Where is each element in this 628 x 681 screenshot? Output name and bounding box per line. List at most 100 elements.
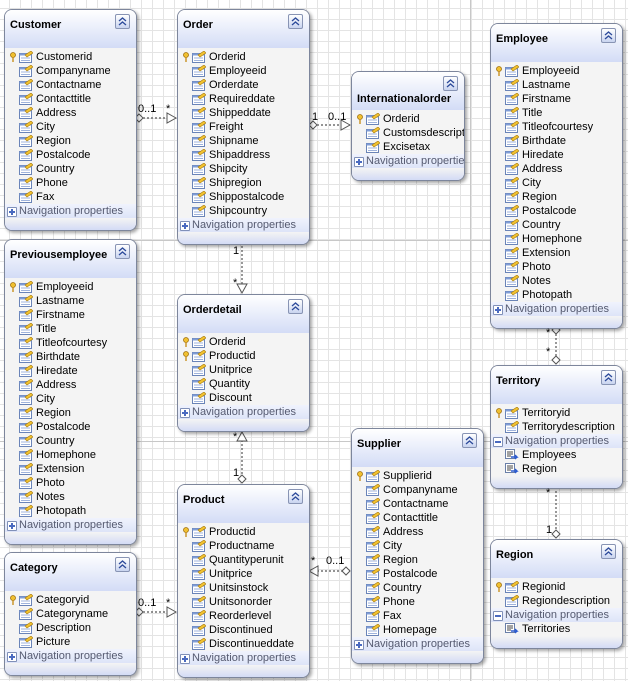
property-row[interactable]: Phone [352,595,483,609]
property-row[interactable]: Unitsonorder [178,595,309,609]
collapse-chevron-icon[interactable] [288,14,303,29]
property-row[interactable]: Description [5,621,136,635]
collapse-chevron-icon[interactable] [288,489,303,504]
property-row[interactable]: Orderdate [178,78,309,92]
property-row[interactable]: Postalcode [352,567,483,581]
property-row[interactable]: Picture [5,635,136,649]
property-row[interactable]: Quantity [178,377,309,391]
property-row[interactable]: Photo [491,260,622,274]
property-row[interactable]: City [5,392,136,406]
expand-plus-icon[interactable] [493,305,503,315]
property-row[interactable]: Hiredate [5,364,136,378]
navigation-property-row[interactable]: Employees [491,448,622,462]
property-row[interactable]: Region [5,134,136,148]
property-row[interactable]: Quantityperunit [178,553,309,567]
property-row[interactable]: Homephone [491,232,622,246]
property-row[interactable]: Homepage [352,623,483,637]
property-row[interactable]: Lastname [491,78,622,92]
collapse-minus-icon[interactable] [493,611,503,621]
property-row[interactable]: Country [491,218,622,232]
property-row[interactable]: Notes [491,274,622,288]
property-row[interactable]: Phone [5,176,136,190]
property-row[interactable]: Orderid [178,50,309,64]
navigation-properties-toggle[interactable]: Navigation properties [491,608,622,622]
navigation-properties-toggle[interactable]: Navigation properties [352,154,464,168]
property-row[interactable]: Supplierid [352,469,483,483]
property-row[interactable]: Firstname [5,308,136,322]
property-row[interactable]: Address [491,162,622,176]
expand-plus-icon[interactable] [7,521,17,531]
collapse-chevron-icon[interactable] [115,244,130,259]
expand-plus-icon[interactable] [7,652,17,662]
property-row[interactable]: Title [5,322,136,336]
property-row[interactable]: Lastname [5,294,136,308]
property-row[interactable]: Unitsinstock [178,581,309,595]
property-row[interactable]: Notes [5,490,136,504]
navigation-properties-toggle[interactable]: Navigation properties [5,518,136,532]
property-row[interactable]: Unitprice [178,363,309,377]
property-row[interactable]: Country [5,162,136,176]
navigation-properties-toggle[interactable]: Navigation properties [352,637,483,651]
property-row[interactable]: Country [5,434,136,448]
property-row[interactable]: Postalcode [491,204,622,218]
property-row[interactable]: Discontinued [178,623,309,637]
property-row[interactable]: Contactname [5,78,136,92]
property-row[interactable]: Homephone [5,448,136,462]
property-row[interactable]: Fax [352,609,483,623]
collapse-chevron-icon[interactable] [115,557,130,572]
property-row[interactable]: Orderid [178,335,309,349]
property-row[interactable]: Birthdate [5,350,136,364]
property-row[interactable]: Categoryid [5,593,136,607]
property-row[interactable]: Discount [178,391,309,405]
expand-plus-icon[interactable] [180,408,190,418]
property-row[interactable]: Address [5,106,136,120]
property-row[interactable]: Postalcode [5,148,136,162]
navigation-properties-toggle[interactable]: Navigation properties [5,649,136,663]
navigation-properties-toggle[interactable]: Navigation properties [178,651,309,665]
property-row[interactable]: Region [491,190,622,204]
navigation-properties-toggle[interactable]: Navigation properties [5,204,136,218]
expand-plus-icon[interactable] [354,157,364,167]
property-row[interactable]: Productname [178,539,309,553]
property-row[interactable]: Companyname [5,64,136,78]
property-row[interactable]: Shippostalcode [178,190,309,204]
property-row[interactable]: Customerid [5,50,136,64]
property-row[interactable]: Contacttitle [5,92,136,106]
collapse-minus-icon[interactable] [493,437,503,447]
property-row[interactable]: Title [491,106,622,120]
property-row[interactable]: Shipregion [178,176,309,190]
navigation-properties-toggle[interactable]: Navigation properties [178,405,309,419]
property-row[interactable]: City [5,120,136,134]
collapse-chevron-icon[interactable] [462,433,477,448]
property-row[interactable]: Orderid [352,112,464,126]
property-row[interactable]: Fax [5,190,136,204]
expand-plus-icon[interactable] [180,221,190,231]
property-row[interactable]: Productid [178,349,309,363]
entity-header[interactable]: Supplier [352,429,483,467]
navigation-properties-toggle[interactable]: Navigation properties [178,218,309,232]
property-row[interactable]: Photopath [491,288,622,302]
navigation-properties-toggle[interactable]: Navigation properties [491,302,622,316]
property-row[interactable]: Reorderlevel [178,609,309,623]
property-row[interactable]: Freight [178,120,309,134]
property-row[interactable]: Categoryname [5,607,136,621]
property-row[interactable]: Titleofcourtesy [5,336,136,350]
property-row[interactable]: Requireddate [178,92,309,106]
navigation-property-row[interactable]: Territories [491,622,622,636]
property-row[interactable]: Employeeid [5,280,136,294]
collapse-chevron-icon[interactable] [601,544,616,559]
property-row[interactable]: Photopath [5,504,136,518]
property-row[interactable]: Excisetax [352,140,464,154]
entity-header[interactable]: Previousemployee [5,240,136,278]
entity-header[interactable]: Customer [5,10,136,48]
collapse-chevron-icon[interactable] [601,28,616,43]
property-row[interactable]: City [491,176,622,190]
navigation-property-row[interactable]: Region [491,462,622,476]
property-row[interactable]: Titleofcourtesy [491,120,622,134]
